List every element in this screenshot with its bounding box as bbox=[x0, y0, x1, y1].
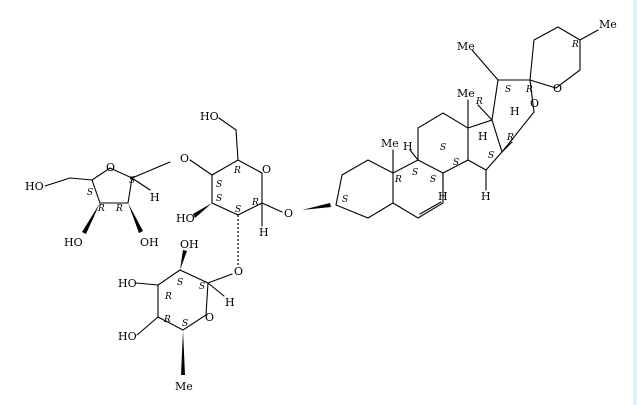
stereo-s-glc3: S bbox=[216, 194, 222, 204]
steroid-ring-a bbox=[335, 159, 394, 219]
window-edge bbox=[633, 0, 637, 405]
label-o-glc-ring: O bbox=[262, 163, 271, 176]
label-oh-rha-top: OH bbox=[180, 238, 199, 251]
glucose-ring bbox=[189, 117, 283, 265]
label-oh-rha-2: HO bbox=[118, 277, 137, 290]
stereo-s-glc1: S bbox=[216, 180, 222, 190]
label-oh-rha-3: HO bbox=[118, 330, 137, 343]
stereo-r-ag13: R bbox=[475, 97, 483, 107]
steroid-ring-d bbox=[467, 119, 503, 171]
label-me-rha: Me bbox=[175, 380, 193, 393]
label-me-c: Me bbox=[457, 40, 475, 53]
label-o-link-fg: O bbox=[180, 152, 189, 165]
label-h-glc-anom: H bbox=[259, 226, 269, 239]
stereo-s-rha4: S bbox=[199, 282, 205, 292]
stereo-r-fur3: R bbox=[97, 204, 105, 214]
label-oh-fur-br: OH bbox=[140, 236, 159, 249]
stereo-s-fur2: S bbox=[129, 176, 135, 186]
stereo-s-ag3: S bbox=[342, 195, 348, 205]
stereo-r-ag20: R bbox=[525, 85, 533, 95]
label-h-9: H bbox=[481, 190, 491, 203]
label-oh-glc-top: HO bbox=[200, 110, 219, 123]
label-h-14: H bbox=[438, 190, 448, 203]
steroid-ring-c bbox=[417, 112, 469, 174]
stereo-r-spiro: R bbox=[506, 133, 514, 143]
stereo-r-pyran: R bbox=[571, 40, 579, 50]
label-o-spiro-pyran: O bbox=[553, 82, 562, 95]
label-o-link-rg: O bbox=[234, 265, 243, 278]
stereo-r-glc2: R bbox=[233, 166, 241, 176]
glycosidic-wedge bbox=[302, 203, 331, 210]
label-h-furan: H bbox=[150, 191, 160, 204]
label-h-rha: H bbox=[225, 296, 235, 309]
label-me-a: Me bbox=[381, 137, 399, 150]
label-h-17: H bbox=[478, 130, 488, 143]
label-o-furanose: O bbox=[106, 161, 115, 174]
furanose-ring bbox=[44, 161, 171, 234]
label-h-8: H bbox=[403, 140, 413, 153]
pyran-ring bbox=[529, 26, 599, 89]
stereo-s-ag16: S bbox=[505, 85, 511, 95]
label-o-spiro-f: O bbox=[530, 97, 539, 110]
label-oh-glc-3: HO bbox=[176, 212, 195, 225]
label-o-glycosidic: O bbox=[284, 207, 293, 220]
stereo-r-rha1: R bbox=[164, 292, 172, 302]
stereo-s-fur1: S bbox=[87, 188, 93, 198]
rhamnose-ring bbox=[135, 250, 233, 375]
stereo-s-ag8: S bbox=[430, 175, 436, 185]
stereo-s-ag12: S bbox=[440, 143, 446, 153]
label-me-d: Me bbox=[599, 18, 617, 31]
stereo-s-rha5: S bbox=[182, 319, 188, 329]
stereo-s-rha2: S bbox=[177, 278, 183, 288]
stereo-s-glc4: S bbox=[235, 205, 241, 215]
label-h-16: H bbox=[510, 105, 520, 118]
label-o-rha-ring: O bbox=[205, 311, 214, 324]
label-oh-hm-left: HO bbox=[25, 180, 44, 193]
stereo-r-glc5: R bbox=[251, 198, 259, 208]
stereo-r-ag10: R bbox=[394, 175, 402, 185]
stereo-r-fur4: R bbox=[115, 204, 123, 214]
stereo-r-rha3: R bbox=[163, 315, 171, 325]
label-me-b: Me bbox=[457, 87, 475, 100]
stereo-s-ag14: S bbox=[453, 158, 459, 168]
stereo-s-ag9: S bbox=[412, 168, 418, 178]
stereo-s-ag17: S bbox=[488, 151, 494, 161]
label-oh-fur-bl: HO bbox=[64, 236, 83, 249]
